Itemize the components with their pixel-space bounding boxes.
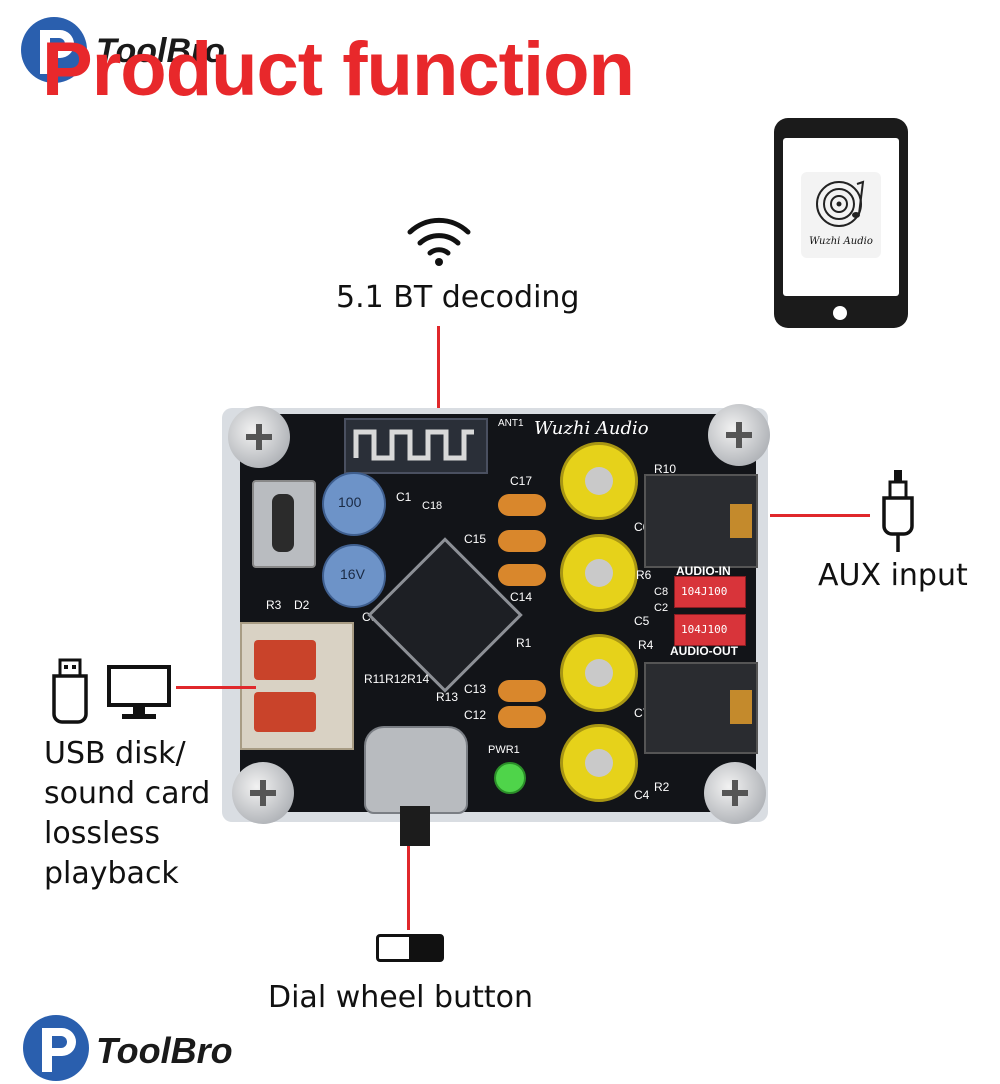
usb-pointer-line [176, 686, 256, 689]
yellow-capacitor-c5 [560, 534, 638, 612]
silk-c5: C5 [634, 614, 650, 628]
bottom-logo: ToolBro [20, 1008, 260, 1081]
antenna-trace-icon [353, 429, 474, 461]
silk-audio-in: AUDIO-IN [676, 564, 731, 578]
silk-c13: C13 [464, 682, 487, 696]
smartphone-icon: Wuzhi Audio [774, 118, 908, 328]
power-led [494, 762, 526, 794]
dial-wheel [364, 726, 468, 814]
usb-c-port [252, 480, 316, 568]
film-capacitor-2: 104J100 [674, 614, 746, 646]
yellow-capacitor-c4 [560, 724, 638, 802]
app-logo-text: Wuzhi Audio [809, 236, 873, 247]
wifi-signal-icon [407, 217, 471, 266]
audio-out-jack [644, 662, 758, 754]
silk-r13: R13 [436, 690, 459, 704]
usb-label-line3: lossless [44, 816, 161, 851]
silk-c1: C1 [396, 490, 412, 504]
screw-top-left [228, 406, 290, 468]
silk-audio-out: AUDIO-OUT [670, 644, 738, 658]
aux-pointer-line [770, 514, 870, 517]
screw-bottom-left [232, 762, 294, 824]
usb-label-line2: sound card [44, 776, 211, 811]
silk-d2: D2 [294, 598, 310, 612]
audio-jack-plug-icon [882, 470, 914, 552]
top-logo: ToolBro [18, 14, 258, 86]
monitor-icon [107, 665, 171, 719]
silk-c15: C15 [464, 532, 487, 546]
silk-c8: C8 [654, 586, 669, 598]
orange-capacitor-c15 [498, 530, 546, 552]
top-logo-text: ToolBro [96, 32, 226, 70]
dial-label: Dial wheel button [268, 980, 533, 1015]
orange-capacitor-c12 [498, 706, 546, 728]
decoder-board: ANT1 Wuzhi Audio 100 16V C1 C9 C18 R3 D2… [214, 400, 774, 846]
usb-label-line4: playback [44, 856, 179, 891]
phone-screen: Wuzhi Audio [783, 138, 899, 296]
orange-capacitor-c13 [498, 680, 546, 702]
silk-r10: R10 [654, 462, 677, 476]
toolbro-logo-mark-icon [21, 17, 87, 83]
dial-pointer-line [407, 846, 410, 930]
usb-label-line1: USB disk/ [44, 736, 186, 771]
orange-capacitor-c17 [498, 494, 546, 516]
audio-in-jack [644, 474, 758, 568]
silk-r1: R1 [516, 636, 532, 650]
toggle-switch-icon [376, 934, 444, 962]
bt-label: 5.1 BT decoding [336, 280, 580, 315]
silk-brand: Wuzhi Audio [534, 418, 649, 439]
aux-label: AUX input [818, 558, 968, 593]
silk-c18: C18 [422, 500, 443, 512]
yellow-capacitor-c7 [560, 634, 638, 712]
silk-c4: C4 [634, 788, 650, 802]
silk-c12: C12 [464, 708, 487, 722]
silk-ant: ANT1 [498, 418, 524, 429]
app-logo: Wuzhi Audio [801, 172, 881, 258]
vinyl-record-icon [816, 180, 865, 227]
silk-resistor-row: R11R12R14 [364, 672, 430, 686]
silk-r6: R6 [636, 568, 652, 582]
silk-c14: C14 [510, 590, 533, 604]
toolbro-logo-mark-icon [23, 1015, 89, 1081]
silk-r3: R3 [266, 598, 282, 612]
yellow-capacitor-c6 [560, 442, 638, 520]
usb-stick-icon [52, 658, 88, 724]
screw-top-right [708, 404, 770, 466]
page-title: Product function [42, 27, 635, 112]
silk-pwr: PWR1 [488, 744, 520, 756]
bottom-logo-text: ToolBro [96, 1030, 233, 1071]
blue-capacitor-2: 16V [322, 544, 386, 608]
usb-a-port [240, 622, 354, 750]
screw-bottom-right [704, 762, 766, 824]
orange-capacitor-c14 [498, 564, 546, 586]
silk-r2: R2 [654, 780, 670, 794]
dial-knob [400, 806, 430, 846]
bt-antenna-module [344, 418, 488, 474]
silk-c2: C2 [654, 602, 669, 614]
blue-capacitor-1: 100 [322, 472, 386, 536]
film-capacitor-1: 104J100 [674, 576, 746, 608]
home-button-icon [833, 306, 847, 320]
silk-r4: R4 [638, 638, 654, 652]
silk-c17: C17 [510, 474, 533, 488]
